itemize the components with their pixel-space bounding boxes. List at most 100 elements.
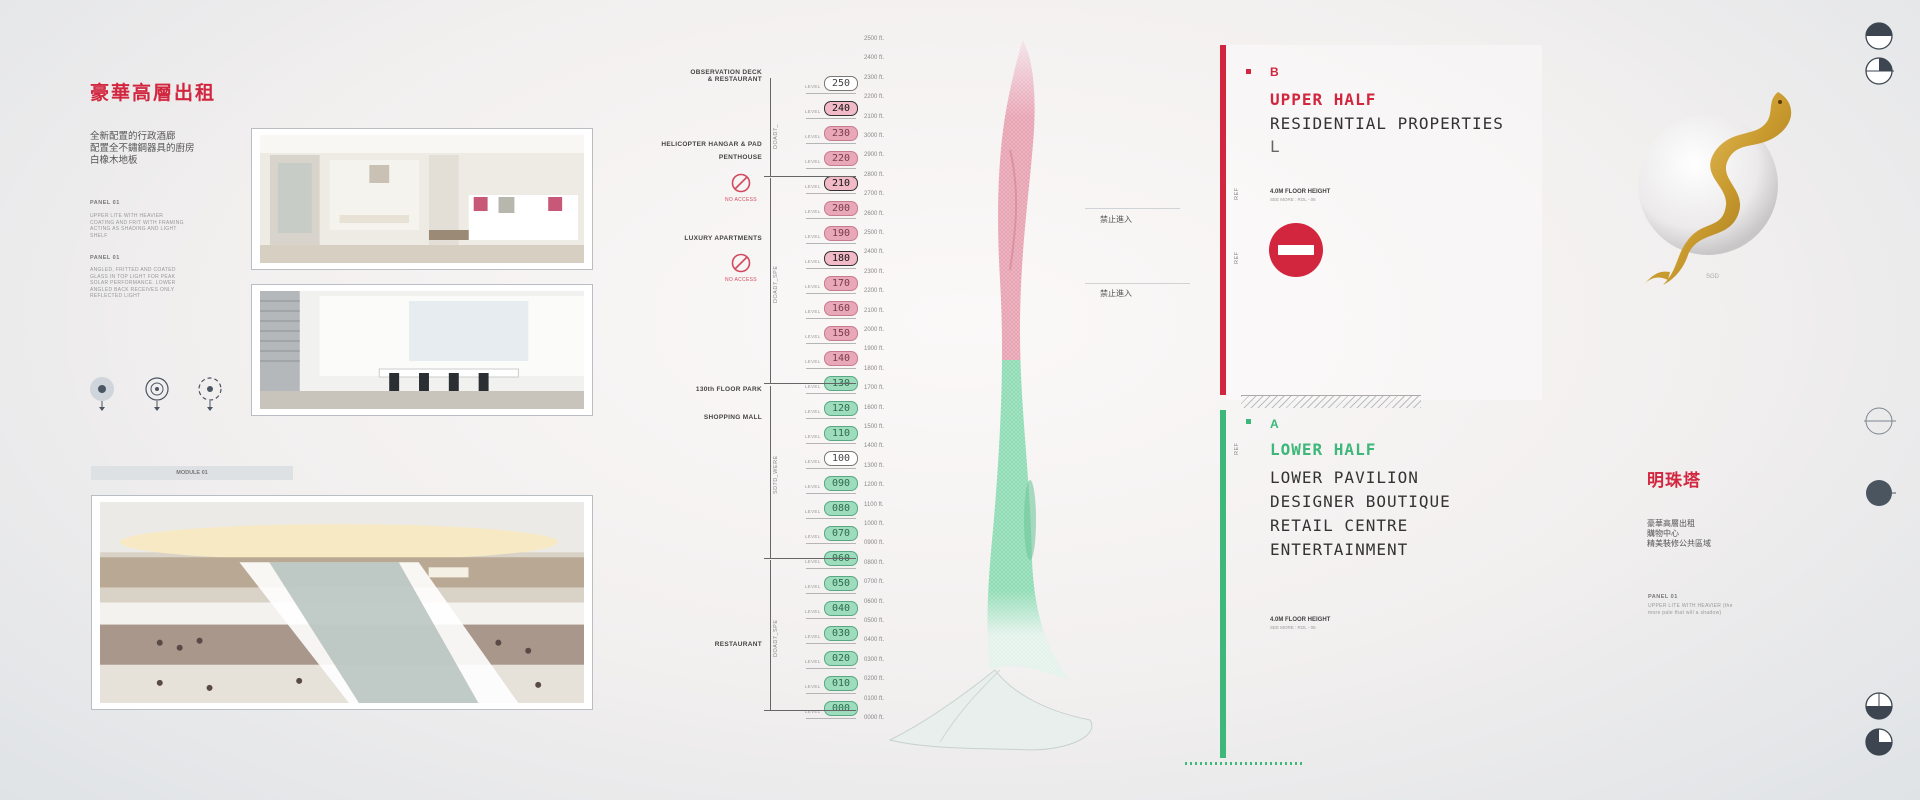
shopping-mall-photo [100, 502, 584, 703]
height-tick: 0300 ft. [864, 656, 885, 663]
section-a-heading: LOWER HALF [1270, 440, 1377, 459]
level-pill-190[interactable]: 190 [824, 226, 858, 241]
level-divider [806, 643, 856, 644]
level-divider [806, 543, 856, 544]
height-tick: 2500 ft. [864, 36, 885, 42]
half-pie-icon [1865, 728, 1893, 756]
level-tag: LEVEL [805, 134, 821, 139]
level-tag: LEVEL [805, 684, 821, 689]
tower-illustration [888, 40, 1093, 751]
section-a-letter: A [1270, 417, 1279, 431]
level-pill-240[interactable]: 240 [824, 101, 858, 116]
zone-label-restaurant: RESTAURANT [714, 641, 762, 648]
level-pill-200[interactable]: 200 [824, 201, 858, 216]
dragon-caption: SGD [1706, 274, 1720, 280]
height-tick: 1500 ft. [864, 424, 885, 430]
level-pill-220[interactable]: 220 [824, 151, 858, 166]
height-tick: 0900 ft. [864, 540, 885, 547]
level-pill-010[interactable]: 010 [824, 676, 858, 691]
floor-height-sub: SEE MORE : ROL - 06 [1270, 197, 1316, 202]
height-tick: 1600 ft. [864, 404, 885, 411]
level-pill-080[interactable]: 080 [824, 501, 858, 516]
height-tick: 1700 ft. [864, 385, 885, 392]
upper-half-bar [1220, 45, 1226, 395]
level-pill-100[interactable]: 100 [824, 451, 858, 466]
level-pill-040[interactable]: 040 [824, 601, 858, 616]
quarter-pie-icon [1865, 57, 1894, 85]
crosshair-icon [1864, 407, 1896, 435]
level-divider [806, 568, 856, 569]
level-pill-150[interactable]: 150 [824, 326, 858, 341]
section-a-line: LOWER PAVILION [1270, 468, 1419, 487]
location-pin-button[interactable] [88, 376, 116, 419]
level-divider [806, 243, 856, 244]
panel-label: PANEL 01 [90, 200, 120, 206]
level-tag: LEVEL [805, 584, 821, 589]
level-pill-180[interactable]: 180 [824, 251, 858, 266]
level-tag: LEVEL [805, 509, 821, 514]
feature-line: 全新配置的行政酒廊 [90, 131, 176, 142]
level-divider [806, 118, 856, 119]
vertical-ref-label: REF [1234, 442, 1240, 456]
floor-height-label: 4.0M FLOOR HEIGHT [1270, 189, 1331, 195]
shopping-mall-photo-frame[interactable] [91, 495, 593, 710]
zone-bracket-label: SD7D_WERE [773, 455, 779, 494]
level-divider [806, 618, 856, 619]
dashed-target-pin-button[interactable] [196, 376, 224, 419]
dining-room-photo-frame[interactable] [251, 284, 593, 416]
info-panel-background [1226, 45, 1542, 400]
level-pill-210[interactable]: 210 [824, 176, 858, 191]
feature-line: 白橡木地板 [90, 155, 138, 166]
level-tag: LEVEL [805, 184, 821, 189]
height-tick: 2100 ft. [864, 307, 885, 314]
target-pin-button[interactable] [143, 376, 171, 419]
zone-bracket [770, 386, 771, 558]
level-pill-090[interactable]: 090 [824, 476, 858, 491]
module-label: MODULE 01 [91, 466, 293, 480]
level-tag: LEVEL [805, 309, 821, 314]
living-room-photo [260, 135, 584, 263]
quarter-pie-button[interactable] [1863, 55, 1895, 92]
level-divider [806, 343, 856, 344]
level-divider [806, 143, 856, 144]
level-pill-140[interactable]: 140 [824, 351, 858, 366]
half-pie-button[interactable] [1863, 726, 1895, 763]
zone-label-luxury: LUXURY APARTMENTS [684, 235, 762, 242]
level-pill-020[interactable]: 020 [824, 651, 858, 666]
living-room-photo-frame[interactable] [251, 128, 593, 270]
no-entry-sign-icon [1268, 222, 1324, 283]
level-divider [806, 93, 856, 94]
level-pill-030[interactable]: 030 [824, 626, 858, 641]
dining-room-photo [260, 291, 584, 409]
height-tick: 1800 ft. [864, 365, 885, 372]
level-tag: LEVEL [805, 234, 821, 239]
level-pill-070[interactable]: 070 [824, 526, 858, 541]
lower-half-bar [1220, 410, 1226, 758]
crosshair-button[interactable] [1863, 406, 1897, 441]
level-tag: LEVEL [805, 359, 821, 364]
level-pill-000[interactable]: 000 [824, 701, 858, 716]
level-pill-250[interactable]: 250 [824, 76, 858, 91]
level-pill-120[interactable]: 120 [824, 401, 858, 416]
level-tag: LEVEL [805, 709, 821, 714]
half-pie-button[interactable] [1863, 20, 1895, 57]
level-pill-160[interactable]: 160 [824, 301, 858, 316]
no-entry-label: 禁止進入 [1100, 215, 1132, 224]
no-access-label: NO ACCESS [725, 277, 757, 283]
zone-bracket [770, 78, 771, 176]
height-tick: 1400 ft. [864, 443, 885, 450]
level-pill-050[interactable]: 050 [824, 576, 858, 591]
height-tick: 0600 ft. [864, 598, 885, 605]
zone-label-penthouse: PENTHOUSE [718, 154, 762, 161]
level-pill-110[interactable]: 110 [824, 426, 858, 441]
half-pie-button[interactable] [1863, 690, 1895, 727]
dark-circle-button[interactable] [1863, 478, 1897, 513]
vertical-ref-label: REF [1234, 251, 1240, 265]
zone-divider [764, 710, 856, 711]
panel-label: PANEL 01 [90, 255, 120, 261]
level-divider [806, 668, 856, 669]
level-tag: LEVEL [805, 559, 821, 564]
level-tag: LEVEL [805, 634, 821, 639]
level-pill-230[interactable]: 230 [824, 126, 858, 141]
level-pill-170[interactable]: 170 [824, 276, 858, 291]
